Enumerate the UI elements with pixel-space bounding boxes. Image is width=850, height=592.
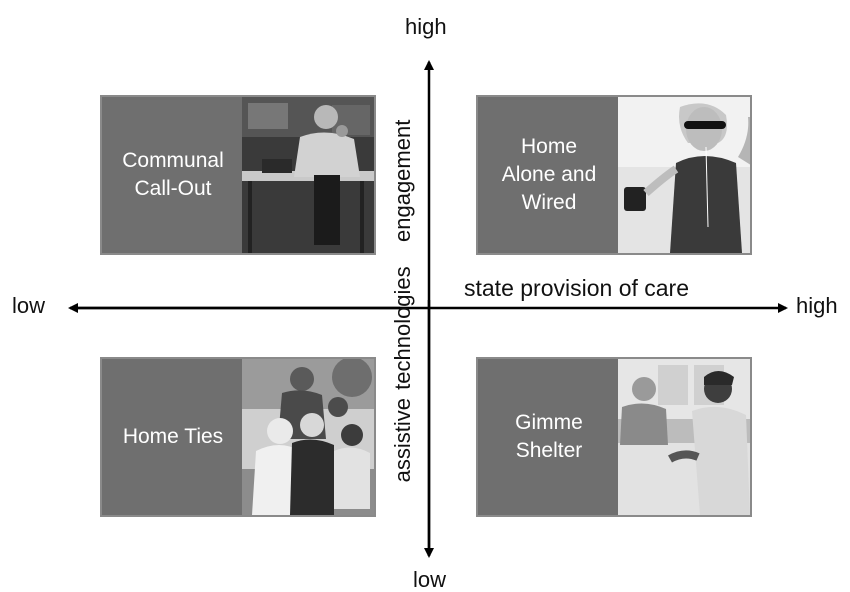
vertical-axis-high-label: high [405,14,447,39]
horizontal-axis-low-label: low [12,293,46,318]
quadrant-home-alone-and-wired: Home Alone and Wired [476,95,752,255]
quadrant-home-ties: Home Ties [100,357,376,517]
vertical-axis-title-text: assistive technologies engagement [390,119,415,483]
man-at-desk-photo [242,97,374,253]
quadrant-title: Gimme Shelter [515,411,583,462]
quadrant-title: Home Ties [122,425,224,449]
elderly-at-table-photo [618,359,750,515]
woman-with-sunglasses-photo [618,97,750,253]
vertical-axis-low-label: low [413,567,447,592]
family-group-photo [242,359,374,515]
vertical-axis-title: assistive technologies engagement [386,88,420,514]
horizontal-axis-high-label: high [796,293,838,318]
quadrant-title: Home Alone and Wired [501,135,597,214]
quadrant-gimme-shelter: Gimme Shelter [476,357,752,517]
quadrant-communal-call-out: Communal Call-Out [100,95,376,255]
horizontal-axis-title: state provision of care [464,275,690,301]
quadrant-title: Communal Call-Out [122,149,224,200]
